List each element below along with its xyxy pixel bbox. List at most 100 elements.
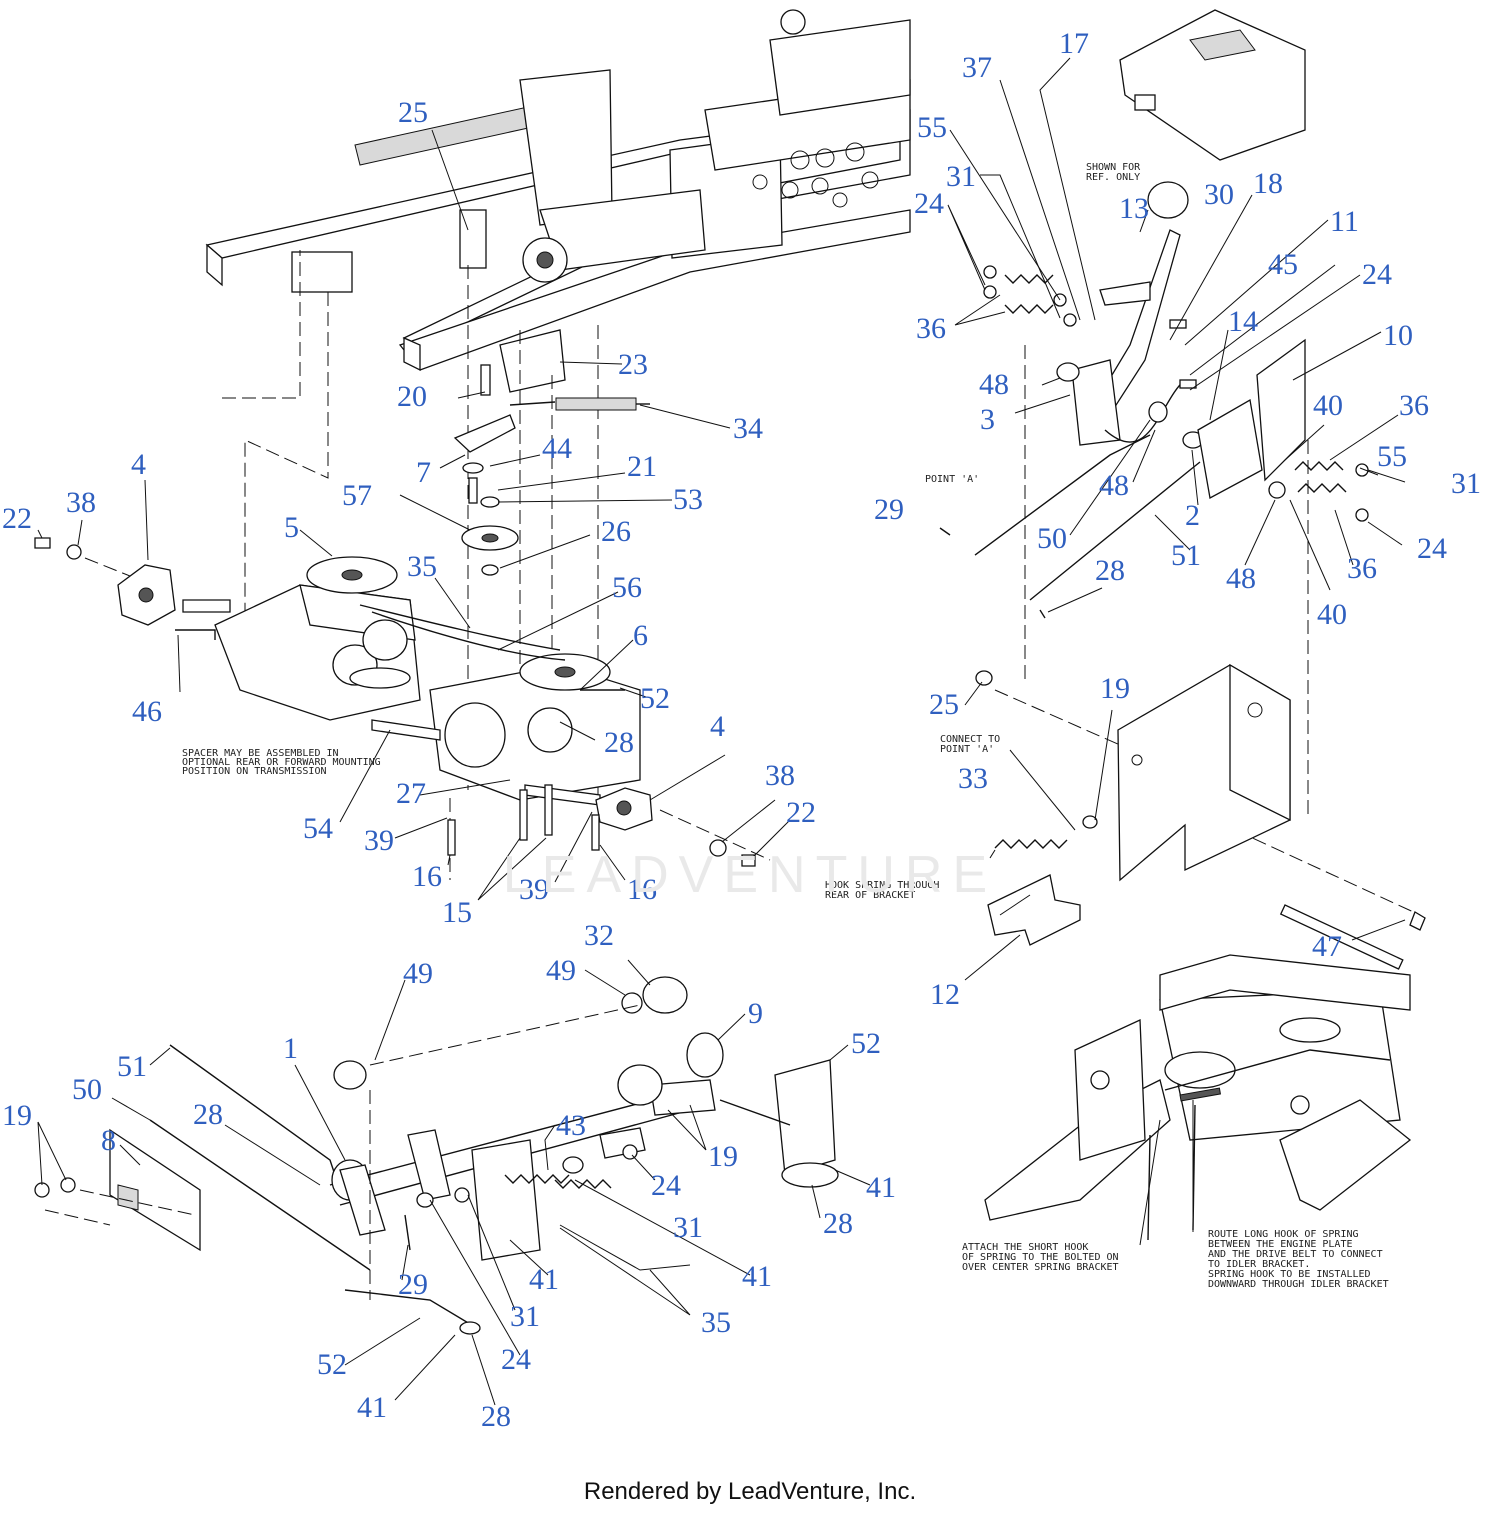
callout-number: 52 [851, 1027, 881, 1060]
callout-number: 28 [1095, 554, 1125, 587]
callout-number: 31 [673, 1211, 703, 1244]
callout-number: 52 [640, 682, 670, 715]
callout-number: 24 [1362, 258, 1392, 291]
callout-number: 39 [364, 824, 394, 857]
callout-number: 41 [866, 1171, 896, 1204]
callout-number: 46 [132, 695, 162, 728]
callout-number: 47 [1312, 930, 1342, 963]
drawing-notes: SHOWN FOR REF. ONLY POINT 'A' SPACER MAY… [182, 162, 1389, 1290]
callout-number: 41 [357, 1391, 387, 1424]
callout-number: 13 [1119, 192, 1149, 225]
callout-number: 7 [416, 456, 431, 489]
note-route-long-hook-1: ROUTE LONG HOOK OF SPRING [1208, 1229, 1359, 1240]
callout-number: 31 [1451, 467, 1481, 500]
note-connect-point-a-1: CONNECT TO [940, 734, 1000, 745]
callout-number: 54 [303, 812, 333, 845]
callout-number: 29 [398, 1268, 428, 1301]
callout-number: 12 [930, 978, 960, 1011]
callout-number: 19 [1100, 672, 1130, 705]
callout-number: 50 [72, 1073, 102, 1106]
callout-number: 36 [1399, 389, 1429, 422]
callout-number: 1 [283, 1032, 298, 1065]
control-lever-assembly [939, 9, 1369, 619]
callout-number: 41 [529, 1263, 559, 1296]
callout-number: 29 [874, 493, 904, 526]
callout-number: 48 [1099, 469, 1129, 502]
callout-number: 39 [519, 873, 549, 906]
idler-pulley-stack [453, 364, 650, 576]
callout-number: 43 [556, 1109, 586, 1142]
callout-number: 20 [397, 380, 427, 413]
callout-number: 55 [1377, 440, 1407, 473]
callout-number: 9 [748, 997, 763, 1030]
note-connect-point-a-2: POINT 'A' [940, 744, 994, 755]
callout-number: 32 [584, 919, 614, 952]
callout-number: 8 [101, 1124, 116, 1157]
callout-number: 48 [1226, 562, 1256, 595]
callout-number: 4 [131, 448, 146, 481]
callout-number: 49 [546, 954, 576, 987]
hub-flanges [34, 537, 756, 867]
leader-lines [37, 57, 1406, 1406]
frame-assembly [205, 9, 911, 393]
callout-number: 50 [1037, 522, 1067, 555]
callout-number: 22 [2, 502, 32, 535]
note-attach-short-hook-3: OVER CENTER SPRING BRACKET [962, 1262, 1119, 1273]
mounting-bracket [975, 663, 1426, 970]
callout-number: 48 [979, 368, 1009, 401]
note-spacer-2: OPTIONAL REAR OR FORWARD MOUNTING [182, 757, 381, 768]
callout-number: 10 [1383, 319, 1413, 352]
callout-number: 53 [673, 483, 703, 516]
callout-number: 28 [193, 1098, 223, 1131]
callout-number: 55 [917, 111, 947, 144]
callout-number: 24 [651, 1169, 681, 1202]
callout-number: 49 [403, 957, 433, 990]
callout-number: 38 [66, 486, 96, 519]
callout-number: 41 [742, 1260, 772, 1293]
callout-number: 33 [958, 762, 988, 795]
callout-number: 37 [962, 51, 992, 84]
note-point-a: POINT 'A' [925, 474, 979, 485]
watermark: LEADVENTURE [502, 846, 998, 904]
callout-number: 21 [627, 450, 657, 483]
callout-number: 16 [627, 873, 657, 906]
callout-number: 35 [701, 1306, 731, 1339]
note-hook-spring-1: HOOK SPRING THROUGH [825, 880, 939, 891]
callout-number: 24 [501, 1343, 531, 1376]
note-spacer-3: POSITION ON TRANSMISSION [182, 766, 327, 777]
callout-number: 27 [396, 777, 426, 810]
assembly-guide-lines-right [994, 345, 1421, 916]
note-attach-short-hook-1: ATTACH THE SHORT HOOK [962, 1242, 1088, 1253]
callout-number: 3 [980, 403, 995, 436]
callout-number: 30 [1204, 178, 1234, 211]
note-shown-for-ref-2: REF. ONLY [1086, 172, 1140, 183]
assembly-guide-lines-lower [44, 1004, 641, 1300]
callout-number: 28 [604, 726, 634, 759]
callout-number: 31 [946, 160, 976, 193]
callout-number: 34 [733, 412, 763, 445]
callout-number: 25 [929, 688, 959, 721]
callout-number: 15 [442, 896, 472, 929]
callout-number: 35 [407, 550, 437, 583]
callout-number: 40 [1313, 389, 1343, 422]
callout-number: 57 [342, 479, 372, 512]
note-route-long-hook-5: SPRING HOOK TO BE INSTALLED [1208, 1269, 1371, 1280]
callout-number: 38 [765, 759, 795, 792]
note-spacer-1: SPACER MAY BE ASSEMBLED IN [182, 748, 339, 759]
note-attach-short-hook-2: OF SPRING TO THE BOLTED ON [962, 1252, 1119, 1263]
note-shown-for-ref-1: SHOWN FOR [1086, 162, 1141, 173]
transmission-assembly [175, 556, 641, 806]
callout-number: 18 [1253, 167, 1283, 200]
callout-number: 24 [914, 187, 944, 220]
lower-shaft-assembly [34, 976, 839, 1335]
callout-number: 19 [2, 1099, 32, 1132]
callout-number: 51 [117, 1050, 147, 1083]
callout-number: 26 [601, 515, 631, 548]
callout-number: 22 [786, 796, 816, 829]
callout-number: 14 [1228, 305, 1258, 338]
callout-number: 24 [1417, 532, 1447, 565]
note-route-long-hook-6: DOWNWARD THROUGH IDLER BRACKET [1208, 1279, 1389, 1290]
callout-number: 56 [612, 571, 642, 604]
